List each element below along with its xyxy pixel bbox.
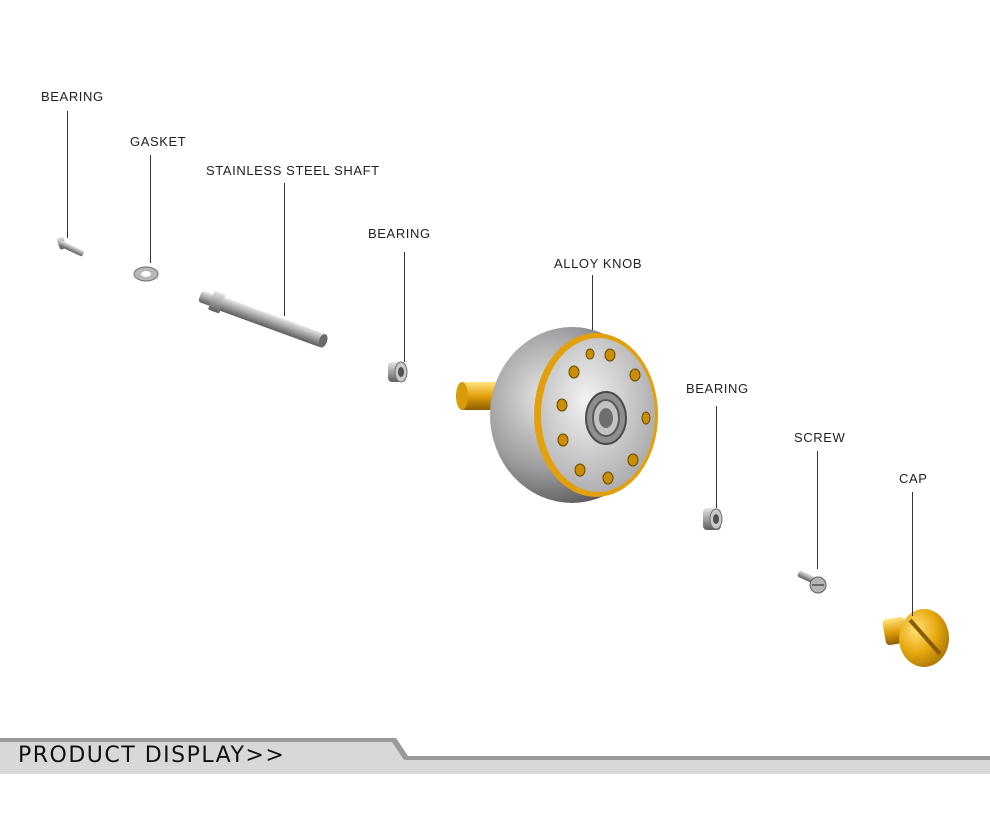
banner-title: PRODUCT DISPLAY>> [18, 743, 286, 768]
leader-line-bearing-3 [716, 406, 717, 508]
label-stainless-steel-shaft: STAINLESS STEEL SHAFT [206, 163, 380, 178]
alloy-knob-part [456, 327, 658, 503]
shaft-part [198, 291, 328, 348]
leader-line-alloy-knob [592, 275, 593, 330]
leader-line-gasket [150, 155, 151, 263]
leader-line-screw [817, 451, 818, 569]
label-alloy-knob: ALLOY KNOB [554, 256, 643, 271]
label-cap: CAP [899, 471, 928, 486]
leader-line-cap [912, 492, 913, 616]
leader-line-bearing-2 [404, 252, 405, 362]
bearing-part-2 [388, 361, 408, 383]
leader-line-bearing-1 [67, 111, 68, 238]
label-bearing-2: BEARING [368, 226, 431, 241]
label-gasket: GASKET [130, 134, 187, 149]
label-bearing-3: BEARING [686, 381, 749, 396]
bearing-part-3 [703, 508, 723, 530]
screw-part [797, 570, 827, 594]
bearing-part-1 [56, 236, 84, 257]
leader-line-shaft [284, 183, 285, 316]
product-display-banner [0, 738, 990, 774]
label-screw: SCREW [794, 430, 846, 445]
cap-part [882, 609, 949, 667]
gasket-part [133, 266, 159, 282]
label-bearing-1: BEARING [41, 89, 104, 104]
